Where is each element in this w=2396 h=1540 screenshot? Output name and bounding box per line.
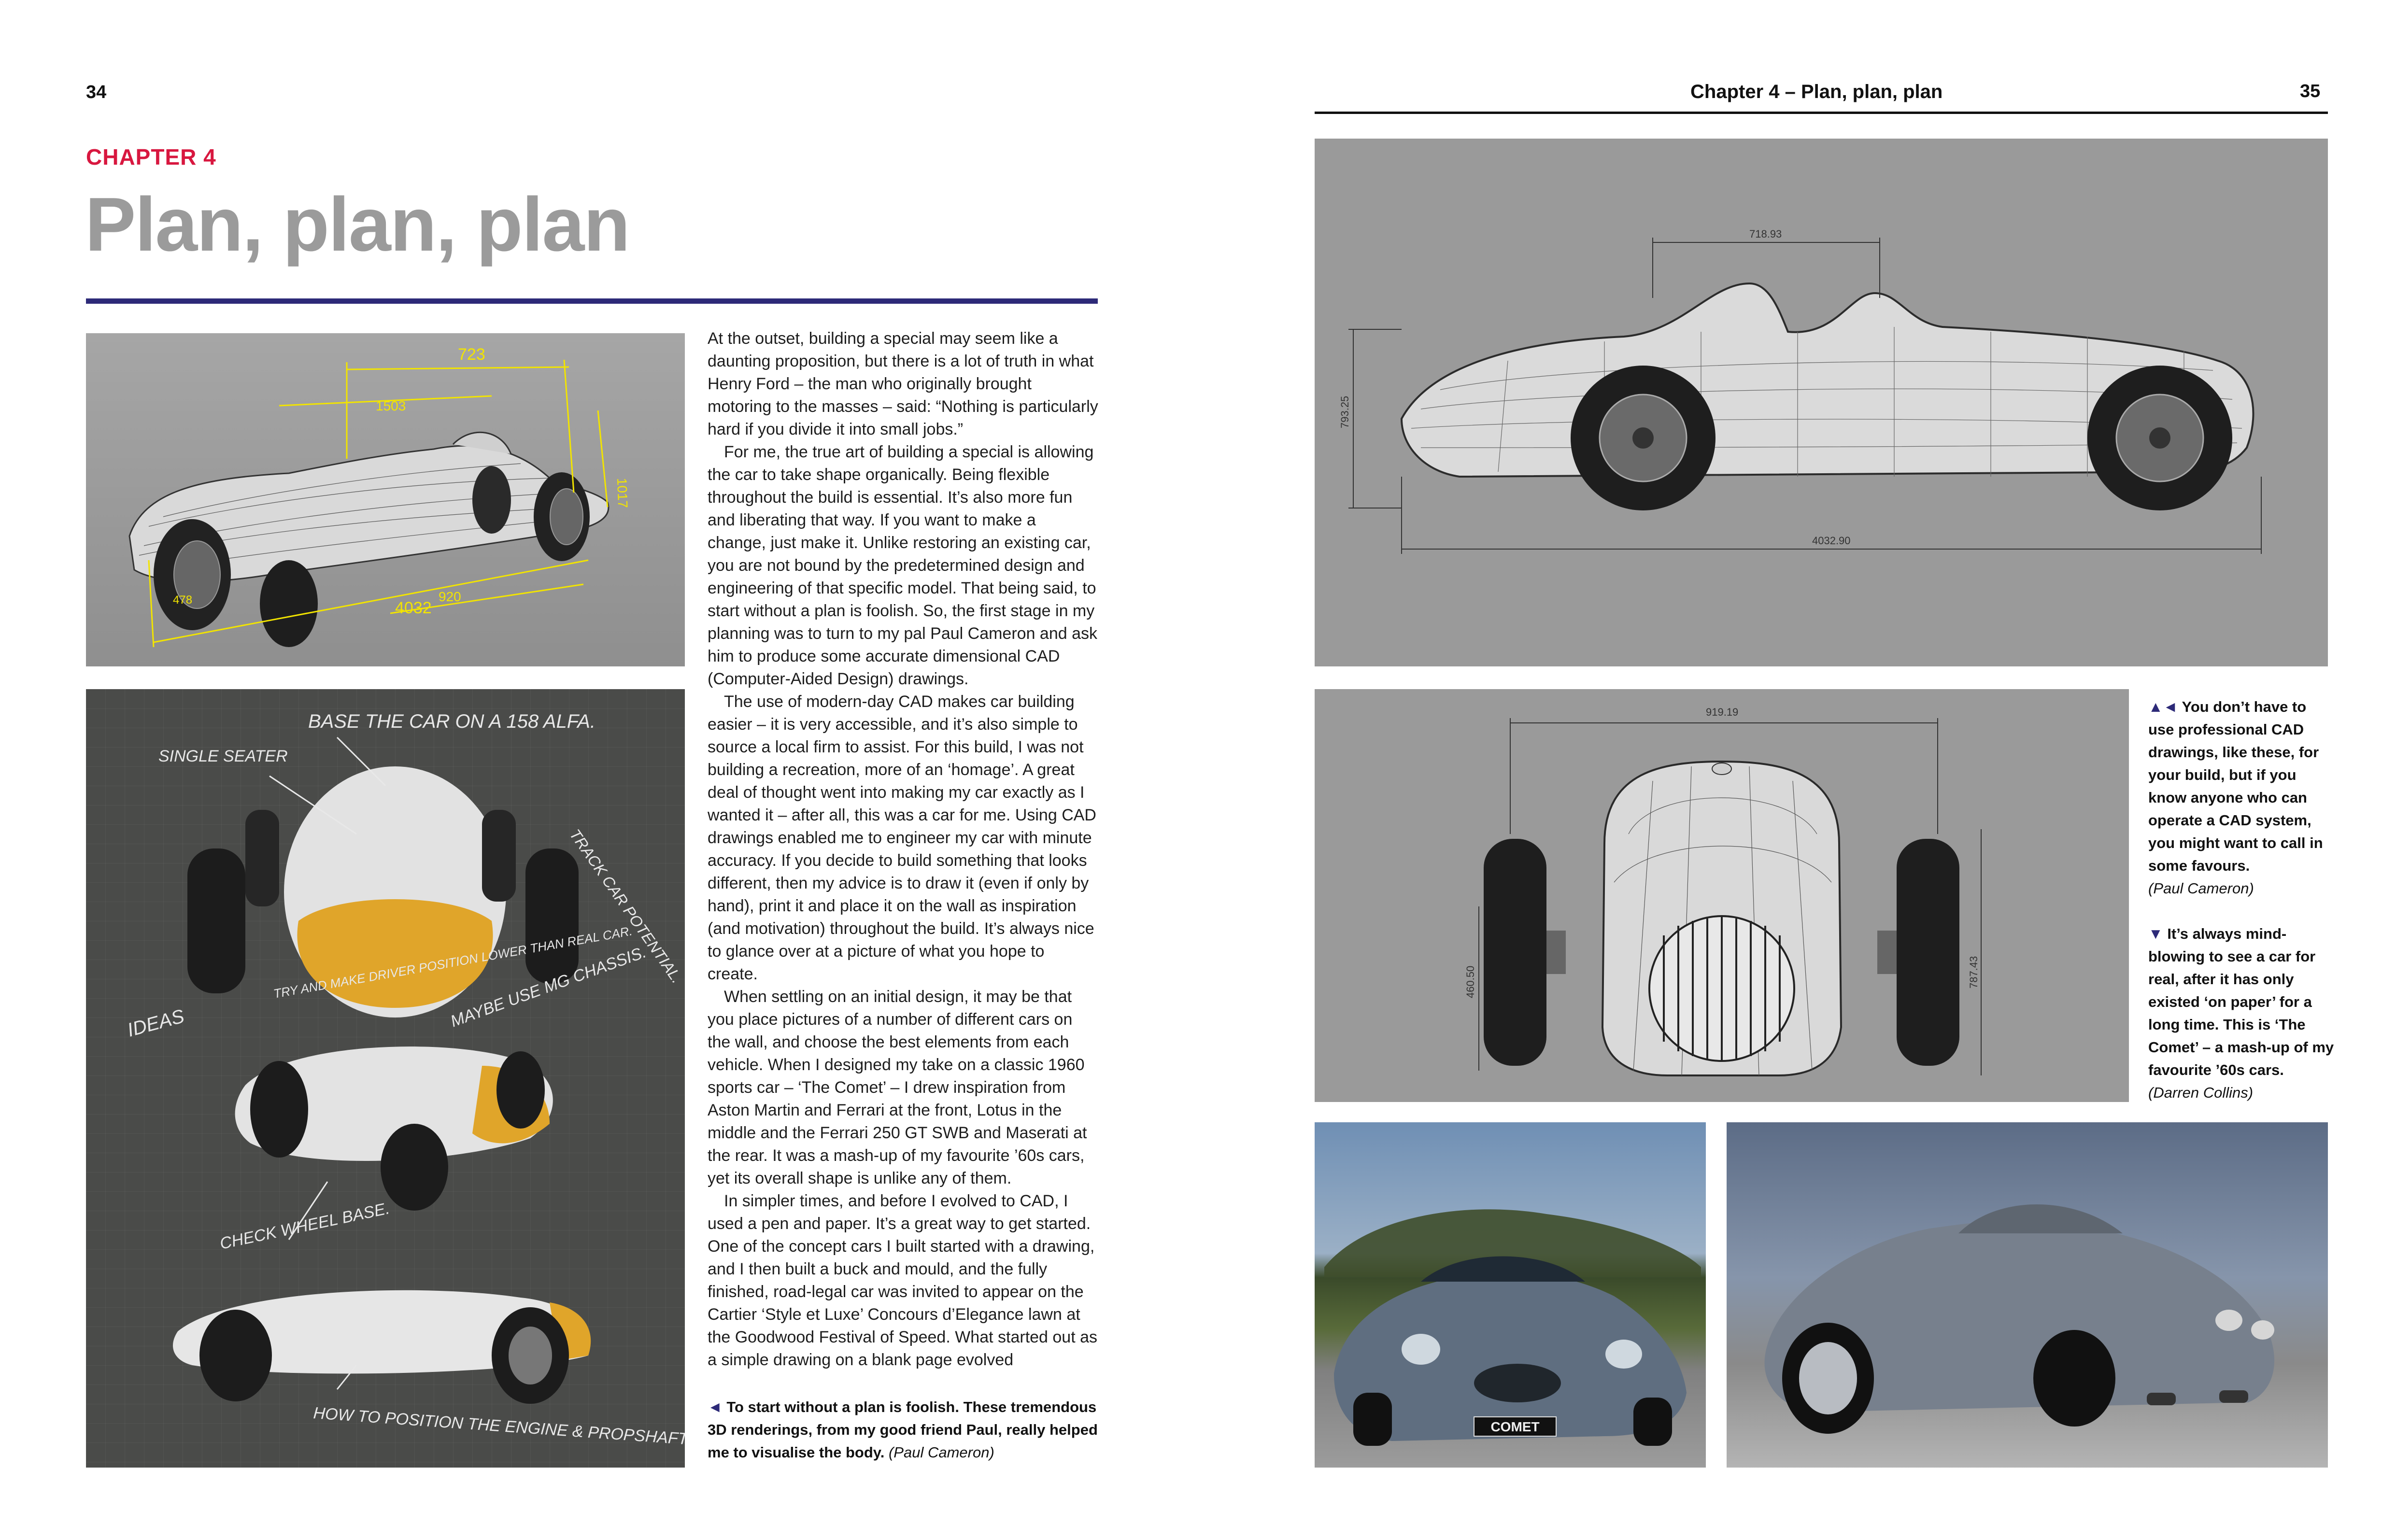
comet-rear-photo [1727, 1122, 2328, 1468]
cad-front-drawing: 919.19 460.50 787.43 [1464, 706, 1982, 1076]
dim-4032-side: 4032.90 [1812, 535, 1851, 547]
dim-920: 920 [439, 589, 461, 604]
body-text-column: At the outset, building a special may se… [708, 327, 1099, 1371]
comet-front-drawing: COMET [1324, 1209, 1701, 1446]
page-number-right: 35 [2300, 81, 2321, 101]
caption-right-bottom-credit: (Darren Collins) [2148, 1084, 2254, 1101]
caption-right-bottom-text: It’s always mind-blowing to see a car fo… [2148, 925, 2334, 1078]
concept-sketch-board: BASE THE CAR ON A 158 ALFA. SINGLE SEATE… [86, 689, 685, 1468]
dim-1503: 1503 [376, 398, 406, 413]
dim-460: 460.50 [1464, 966, 1476, 998]
cad-side-view-image: 718.93 793.25 4032.90 [1315, 139, 2328, 666]
concept-render-drawing: BASE THE CAR ON A 158 ALFA. SINGLE SEATE… [125, 711, 685, 1449]
dim-787: 787.43 [1968, 956, 1980, 989]
caption-left-arrow: ◄ [708, 1399, 723, 1415]
running-head: Chapter 4 – Plan, plan, plan [1690, 81, 1943, 102]
cad-perspective-image: 723 1503 1017 920 4032 478 [86, 333, 685, 666]
comet-rear-drawing [1764, 1204, 2275, 1434]
comet-front-photo: COMET [1315, 1122, 1706, 1468]
caption-right-top: ▲◄ You don’t have to use professional CA… [2148, 695, 2334, 900]
dim-1017: 1017 [614, 478, 630, 508]
dim-478: 478 [173, 593, 192, 607]
cad-perspective-drawing: 723 1503 1017 920 4032 478 [128, 345, 630, 648]
chapter-label: CHAPTER 4 [86, 144, 216, 170]
note-ideas: IDEAS [125, 1005, 187, 1041]
dim-793: 793.25 [1339, 396, 1351, 428]
body-paragraph: When settling on an initial design, it m… [708, 988, 1087, 1187]
body-paragraph: The use of modern-day CAD makes car buil… [708, 692, 1096, 983]
body-paragraph: At the outset, building a special may se… [708, 329, 1098, 438]
running-head-rule [1315, 112, 2328, 114]
caption-right-bottom-arrow: ▼ [2148, 925, 2163, 942]
caption-right-top-arrow: ▲◄ [2148, 698, 2178, 715]
dim-919: 919.19 [1706, 706, 1738, 718]
body-paragraph: In simpler times, and before I evolved t… [708, 1192, 1098, 1369]
caption-right-top-text: You don’t have to use professional CAD d… [2148, 698, 2323, 874]
dim-718: 718.93 [1749, 228, 1782, 240]
note-base-car: BASE THE CAR ON A 158 ALFA. [308, 711, 595, 732]
note-single-seater: SINGLE SEATER [158, 747, 288, 765]
page-number-left: 34 [86, 82, 107, 102]
caption-left-text: To start without a plan is foolish. Thes… [708, 1399, 1098, 1461]
comet-plate: COMET [1490, 1419, 1539, 1434]
note-wheel-base: CHECK WHEEL BASE. [218, 1199, 391, 1253]
body-paragraph: For me, the true art of building a speci… [708, 443, 1098, 688]
dim-4032: 4032 [395, 599, 432, 617]
cad-side-drawing: 718.93 793.25 4032.90 [1339, 228, 2262, 554]
title-rule [86, 298, 1098, 304]
caption-left-credit: (Paul Cameron) [888, 1444, 994, 1461]
chapter-title: Plan, plan, plan [85, 182, 630, 267]
caption-right-top-credit: (Paul Cameron) [2148, 880, 2254, 897]
caption-right-bottom: ▼ It’s always mind-blowing to see a car … [2148, 922, 2334, 1104]
dim-723: 723 [458, 345, 485, 364]
note-engine-propshaft: HOW TO POSITION THE ENGINE & PROPSHAFT ? [312, 1404, 685, 1449]
caption-left: ◄ To start without a plan is foolish. Th… [708, 1396, 1099, 1464]
cad-front-view-image: 919.19 460.50 787.43 [1315, 689, 2129, 1102]
